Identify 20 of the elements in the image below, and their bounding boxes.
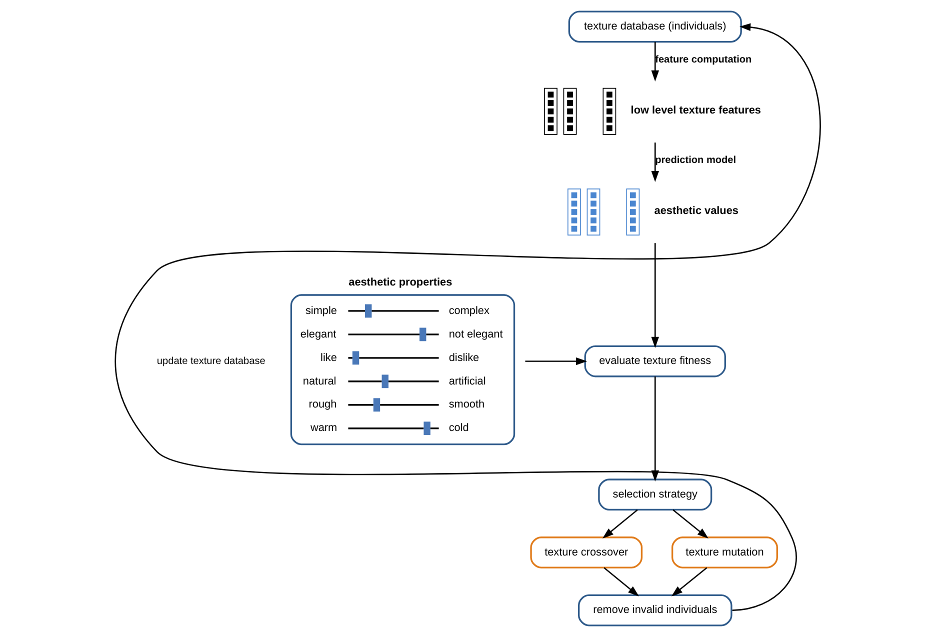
node-box: texture database (individuals) [568,10,742,43]
arrow [651,42,660,82]
arrow [671,567,708,596]
arrow [525,357,588,366]
arrow [604,567,640,596]
node-box: texture mutation [671,536,778,568]
node-label: aesthetic properties [348,276,452,288]
arrow [602,509,638,538]
arrow [115,23,820,611]
arrow [672,509,708,538]
node-label: low level texture features [630,104,761,116]
node-box: texture crossover [530,536,643,568]
arrow [651,243,660,348]
node-label: aesthetic values [654,205,738,218]
node-box: selection strategy [598,478,712,511]
node-box: remove invalid individuals [578,594,732,626]
node-box: evaluate texture fitness [584,345,726,378]
arrow [651,142,660,182]
node-box: simple complex elegant not elegant like dislike natural artificial rough smooth warm cold [290,294,516,446]
edge-label: update texture database [156,356,266,367]
